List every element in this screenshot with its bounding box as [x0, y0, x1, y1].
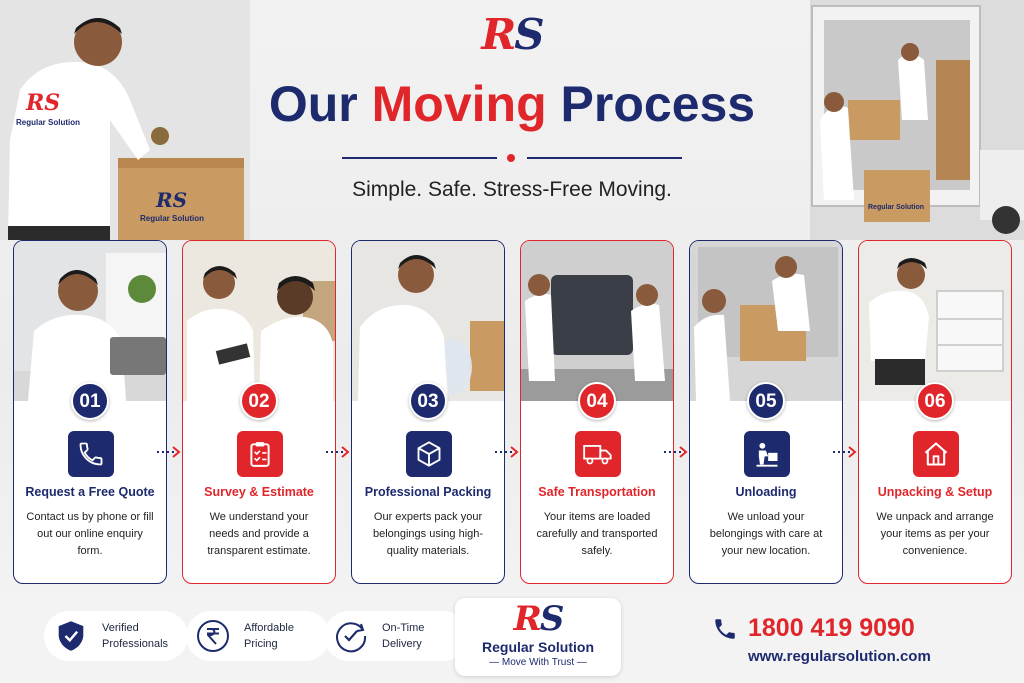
- unloading-worker-icon: [744, 431, 790, 477]
- step-photo-phone-call: [14, 241, 166, 401]
- box-brand-text: Regular Solution: [140, 214, 204, 223]
- step-number: 02: [240, 382, 278, 420]
- step-title: Request a Free Quote: [25, 485, 155, 499]
- page-title: Our Moving Process: [268, 76, 756, 132]
- badge-line: On-Time: [382, 622, 425, 634]
- step-number: 05: [747, 382, 785, 420]
- step-card-survey-estimate: 02 Survey & Estimate We understand your …: [182, 240, 336, 584]
- website-link[interactable]: www.regularsolution.com: [748, 648, 931, 665]
- truck-box-brand-text: Regular Solution: [868, 204, 924, 211]
- arrow-right-icon: [662, 444, 690, 460]
- step-card-professional-packing: 03 Professional Packing Our experts pack…: [351, 240, 505, 584]
- step-description: We understand your needs and provide a t…: [207, 511, 311, 557]
- shirt-brand-text: Regular Solution: [16, 118, 80, 127]
- phone-icon: [712, 616, 738, 642]
- step-card-unloading: 05 Unloading We unload your belongings w…: [689, 240, 843, 584]
- shield-check-icon: [54, 619, 88, 653]
- step-title: Safe Transportation: [538, 485, 656, 499]
- step-title: Professional Packing: [364, 485, 492, 499]
- step-title: Unpacking & Setup: [877, 485, 993, 499]
- step-photo-unloading: [690, 241, 842, 401]
- step-title: Survey & Estimate: [204, 485, 314, 499]
- tagline: Simple. Safe. Stress-Free Moving.: [352, 178, 672, 201]
- step-photo-unpacking: [859, 241, 1011, 401]
- shirt-logo: RS: [26, 90, 61, 116]
- arrow-right-icon: [155, 444, 183, 460]
- phone-number: 1800 419 9090: [748, 614, 915, 642]
- house-icon: [913, 431, 959, 477]
- step-description: We unpack and arrange your items as per …: [876, 511, 994, 557]
- step-description: Your items are loaded carefully and tran…: [536, 511, 658, 557]
- brand-name: Regular Solution: [482, 639, 594, 655]
- step-number: 06: [916, 382, 954, 420]
- badge-line: Pricing: [244, 638, 278, 650]
- box-logo: RS: [156, 188, 188, 212]
- step-card-request-quote: 01 Request a Free Quote Contact us by ph…: [13, 240, 167, 584]
- phone-icon: [68, 431, 114, 477]
- step-description: We unload your belongings with care at y…: [709, 511, 823, 557]
- process-steps: 01 Request a Free Quote Contact us by ph…: [13, 240, 1013, 584]
- step-number: 01: [71, 382, 109, 420]
- title-divider: [342, 154, 682, 164]
- brand-logo-mark: RS: [513, 599, 565, 639]
- clipboard-icon: [237, 431, 283, 477]
- badge-line: Affordable: [244, 622, 294, 634]
- badge-line: Verified: [102, 622, 139, 634]
- brand-motto: — Move With Trust —: [489, 657, 587, 668]
- arrow-right-icon: [324, 444, 352, 460]
- contact-phone[interactable]: 1800 419 9090: [712, 614, 915, 643]
- hero-photo-packing-worker: RS Regular Solution RS Regular Solution: [0, 0, 250, 240]
- box-icon: [406, 431, 452, 477]
- step-title: Unloading: [735, 485, 797, 499]
- arrow-right-icon: [831, 444, 859, 460]
- step-description: Our experts pack your belongings using h…: [372, 511, 484, 557]
- step-photo-transport: [521, 241, 673, 401]
- step-number: 04: [578, 382, 616, 420]
- truck-icon: [575, 431, 621, 477]
- step-photo-packing: [352, 241, 504, 401]
- step-description: Contact us by phone or fill out our onli…: [26, 511, 154, 557]
- step-number: 03: [409, 382, 447, 420]
- hero-photo-truck-loading: Regular Solution: [810, 0, 1024, 240]
- badge-line: Professionals: [102, 638, 169, 650]
- step-photo-survey: [183, 241, 335, 401]
- step-card-unpacking-setup: 06 Unpacking & Setup We unpack and arran…: [858, 240, 1012, 584]
- clock-check-icon: [334, 619, 368, 653]
- badge-line: Delivery: [382, 638, 422, 650]
- rupee-icon: [196, 619, 230, 653]
- brand-logo-card: RS Regular Solution — Move With Trust —: [455, 598, 621, 676]
- step-card-safe-transportation: 04 Safe Transportation Your items are lo…: [520, 240, 674, 584]
- header-logo: RS: [481, 10, 544, 59]
- arrow-right-icon: [493, 444, 521, 460]
